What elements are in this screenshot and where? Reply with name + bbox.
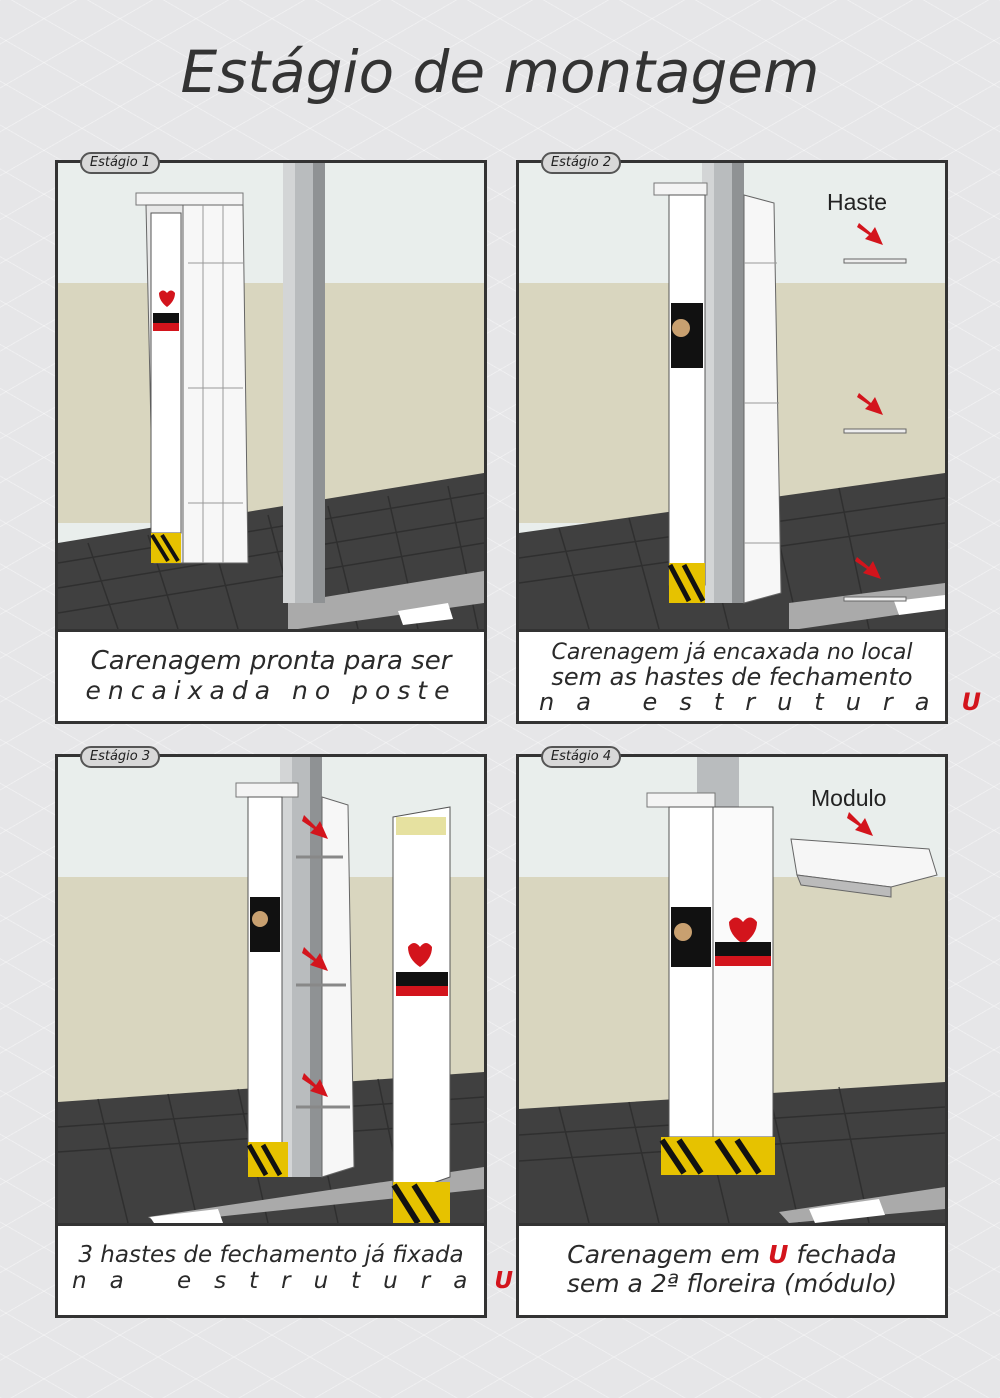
stage-4-callout-modulo: Modulo [811,785,887,811]
stage-4-caption-line1: Carenagem em U fechada [519,1240,945,1269]
stage-2-caption-line3-text: na estrutura [539,688,952,716]
stage-4-caption: Carenagem em U fechada sem a 2ª floreira… [519,1223,945,1315]
stage-3-caption-letter: U [494,1268,513,1294]
stage-2-caption-line3: na estrutura U [519,689,981,715]
stage-2-caption-line2: sem as hastes de fechamento [551,663,913,691]
stage-4-caption-line2: sem a 2ª floreira (módulo) [566,1269,898,1298]
stage-4-caption-letter: U [768,1240,789,1269]
stage-3-scene [58,757,484,1223]
stage-4-panel: Estágio 4 [516,746,948,1318]
stage-4-illustration [519,757,945,1223]
stage-1-badge: Estágio 1 [80,152,160,174]
stage-2-badge: Estágio 2 [541,152,621,174]
stage-3-caption: 3 hastes de fechamento já fixada na estr… [58,1223,513,1315]
stage-2-caption-line1: Carenagem já encaxada no local [551,640,913,665]
stage-2-panel: Estágio 2 [516,152,981,724]
stage-4-scene: Modulo [519,757,945,1223]
stage-2-callout-haste: Haste [827,189,888,215]
stage-2-scene: Haste [519,163,945,629]
stage-3-illustration [58,757,484,1223]
stage-1-illustration [58,163,484,629]
stage-1-caption-line2: encaixada no poste [85,676,457,705]
stage-1-panel: Estágio 1 [55,152,487,724]
stage-2-caption: Carenagem já encaxada no local sem as ha… [519,629,981,721]
stage-2-caption-letter: U [961,688,982,716]
stage-3-panel: Estágio 3 [55,746,513,1318]
stage-1-scene [58,163,484,629]
stage-3-badge: Estágio 3 [80,746,160,768]
page-title: Estágio de montagem [180,38,820,106]
stage-1-caption: Carenagem pronta para ser encaixada no p… [58,629,484,721]
stage-4-caption-line1a: Carenagem em [567,1240,761,1269]
stage-3-caption-line2-text: na estrutura [72,1268,491,1294]
stage-1-caption-line1: Carenagem pronta para ser [90,646,452,676]
stage-4-caption-line1b: fechada [796,1240,897,1269]
stage-3-caption-line1: 3 hastes de fechamento já fixada [78,1242,464,1268]
stage-4-badge: Estágio 4 [541,746,621,768]
stage-2-illustration [519,163,945,629]
